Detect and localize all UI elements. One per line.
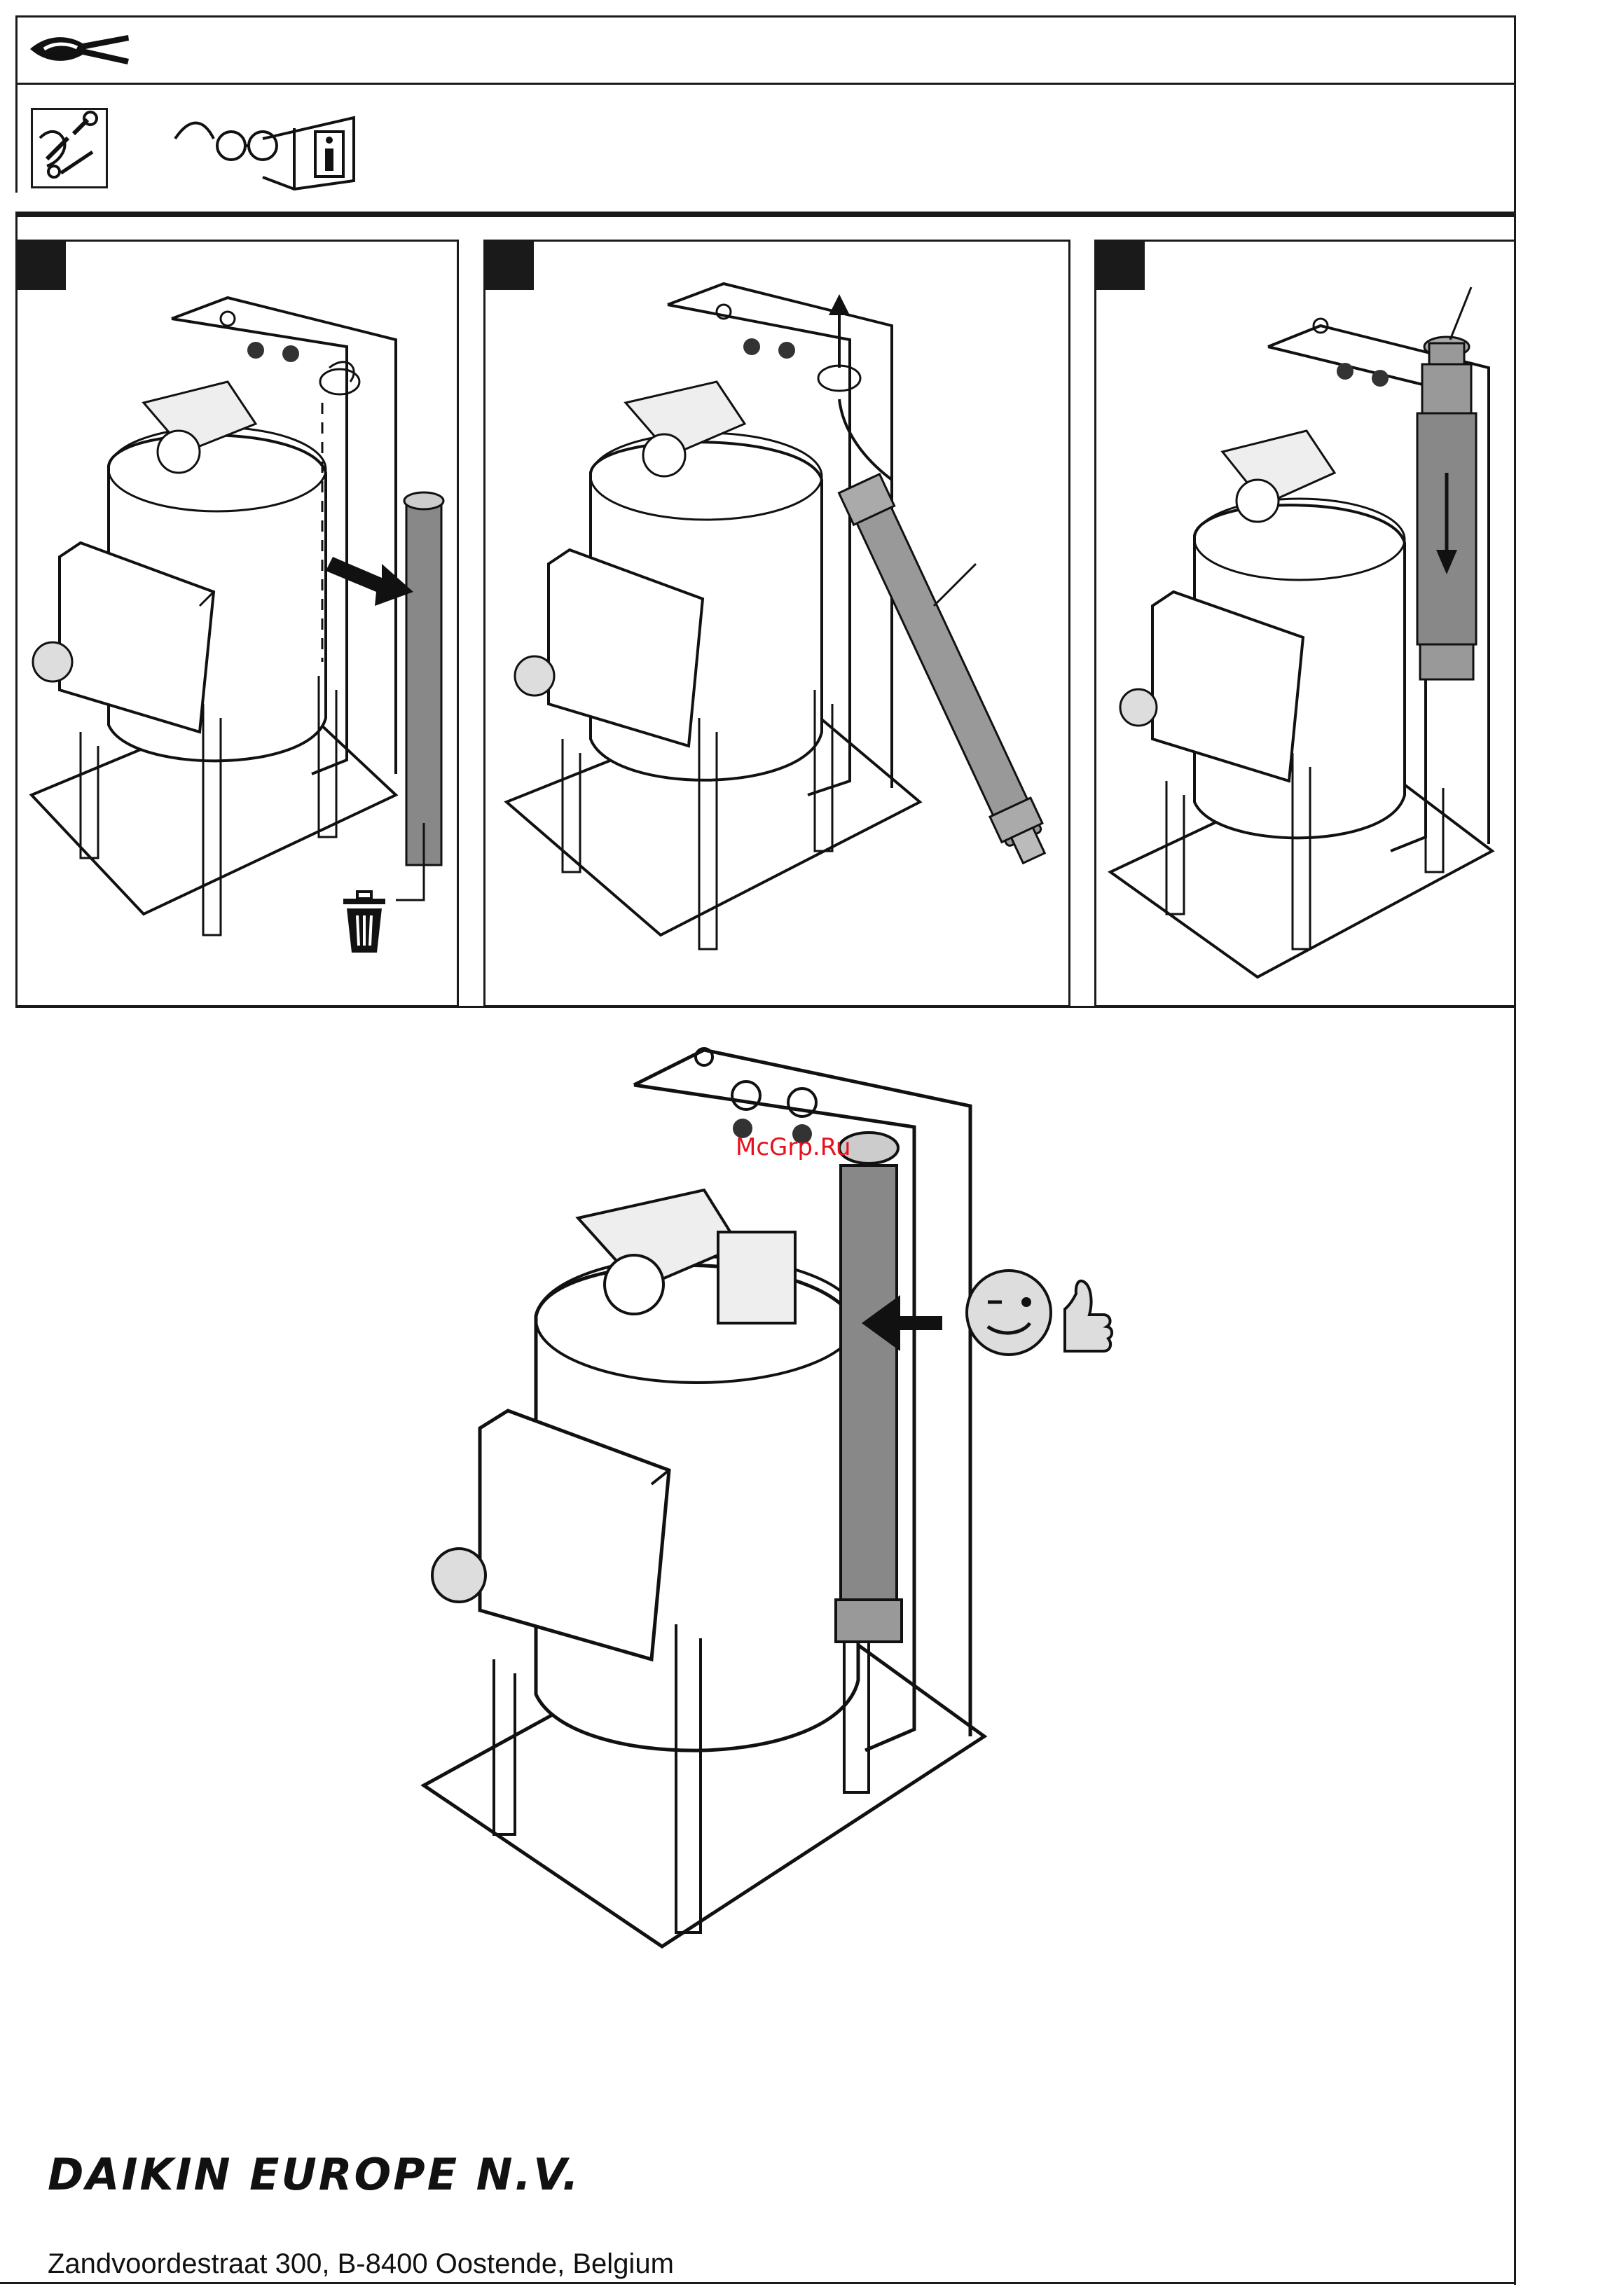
result-illustration (18, 1008, 1514, 2283)
top-border (15, 15, 1516, 18)
read-manual-icon (172, 111, 368, 195)
step-3-illustration (1096, 242, 1514, 1005)
company-address: Zandvoordestraat 300, B-8400 Oostende, B… (48, 2248, 674, 2280)
result-panel (18, 1008, 1514, 2283)
company-name: DAIKIN EUROPE N.V. (48, 2149, 581, 2200)
smiley-thumbs-up-icon (960, 1260, 1121, 1365)
step-2-panel (483, 240, 1070, 1007)
dispose-bin-icon (336, 886, 392, 956)
pliers-icon (27, 28, 132, 70)
step-2-illustration (485, 242, 1068, 1005)
watermark-text: McGrp.Ru (736, 1133, 850, 1161)
step-1-panel (15, 240, 459, 1007)
header-divider (15, 83, 1516, 85)
installer-icon (31, 108, 108, 188)
step-3-panel (1094, 240, 1516, 1007)
header-bottom-rule (15, 212, 1516, 217)
left-border (15, 15, 18, 193)
